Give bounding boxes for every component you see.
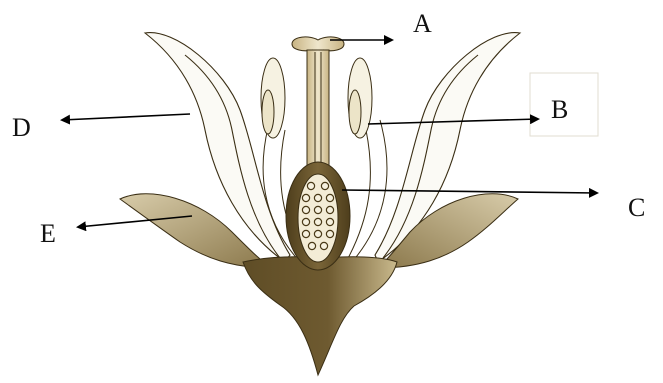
ovule — [326, 218, 333, 225]
ovule — [320, 242, 327, 249]
ovule — [314, 230, 321, 237]
label-d: D — [12, 113, 31, 142]
ovule — [314, 218, 321, 225]
ovule — [302, 206, 309, 213]
arrow-d — [62, 114, 190, 120]
anther-right-lobe — [349, 90, 361, 134]
ovule — [321, 182, 328, 189]
ovule — [302, 194, 309, 201]
receptacle — [243, 257, 397, 375]
label-b: B — [551, 95, 568, 124]
ovule — [307, 182, 314, 189]
ovule — [326, 206, 333, 213]
anther-left-lobe — [262, 90, 274, 134]
label-a: A — [413, 9, 432, 38]
ovule — [314, 194, 321, 201]
arrow-c — [342, 190, 597, 193]
label-e: E — [40, 219, 56, 248]
ovule — [314, 206, 321, 213]
style — [307, 50, 329, 180]
ovule — [308, 242, 315, 249]
ovule — [302, 218, 309, 225]
ovule — [326, 230, 333, 237]
label-c: C — [628, 193, 645, 222]
ovule — [326, 194, 333, 201]
ovule — [302, 230, 309, 237]
